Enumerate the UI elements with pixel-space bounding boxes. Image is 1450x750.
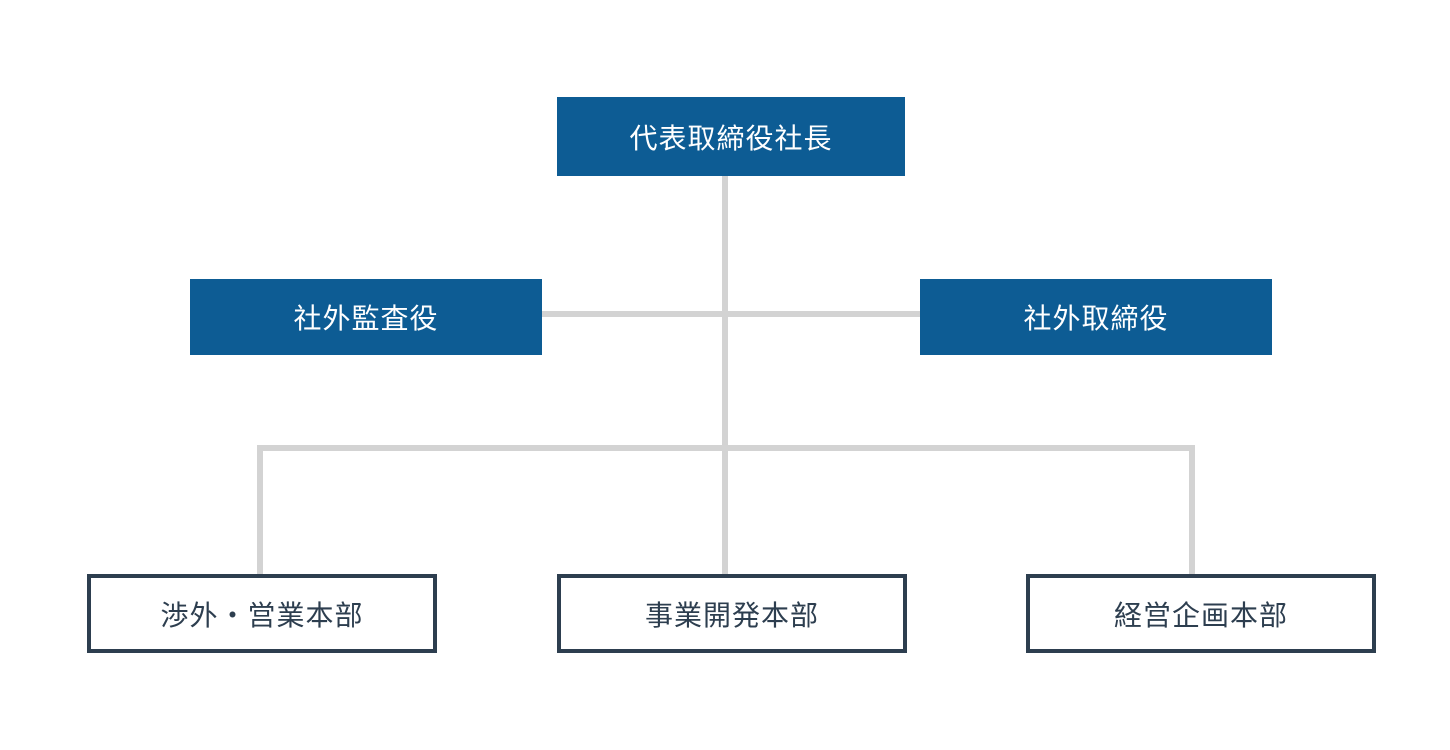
node-president-label: 代表取締役社長 <box>629 122 833 154</box>
connector-divisions-horizontal <box>257 445 1195 451</box>
node-outside-director-label: 社外取締役 <box>1023 303 1169 334</box>
node-outside-director: 社外取締役 <box>920 279 1272 355</box>
node-corporate-planning-division: 経営企画本部 <box>1026 574 1376 653</box>
node-outside-auditor-label: 社外監査役 <box>293 303 439 334</box>
node-business-development-division-label: 事業開発本部 <box>644 599 819 631</box>
node-external-sales-division: 渉外・営業本部 <box>87 574 437 653</box>
connector-sales-drop <box>257 445 263 574</box>
connector-planning-drop <box>1189 445 1195 574</box>
node-corporate-planning-division-label: 経営企画本部 <box>1113 599 1288 631</box>
connector-auditor-director-horizontal <box>542 311 921 317</box>
node-business-development-division: 事業開発本部 <box>557 574 907 653</box>
connector-president-vertical <box>722 176 728 574</box>
node-external-sales-division-label: 渉外・営業本部 <box>160 599 364 631</box>
node-president: 代表取締役社長 <box>557 97 905 176</box>
node-outside-auditor: 社外監査役 <box>190 279 542 355</box>
